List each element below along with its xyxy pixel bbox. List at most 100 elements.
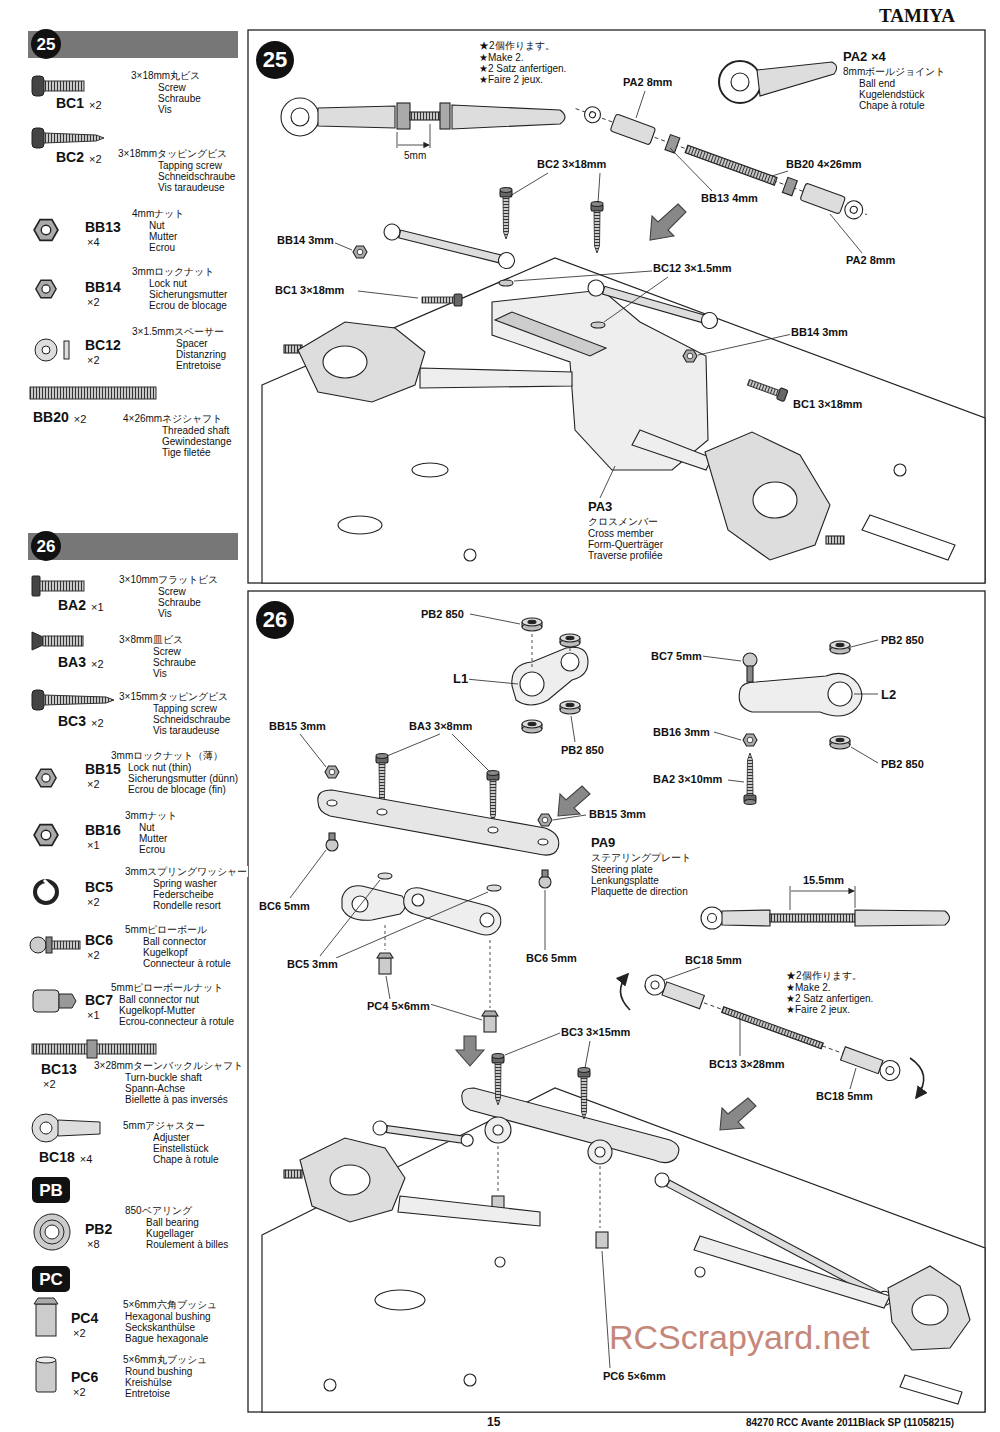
step25-drawing: [291, 108, 309, 126]
step25-drawing: [318, 106, 395, 128]
step26-drawing: [722, 910, 770, 926]
leader-lines: [336, 892, 488, 958]
step26-drawing: [262, 618, 985, 1412]
leader-lines: [571, 716, 575, 742]
step26-drawing: [877, 1058, 903, 1084]
step26-drawing: [532, 634, 533, 670]
part-name: Tapping screw: [152, 703, 218, 714]
step26-drawing: [743, 734, 757, 746]
callout-label: BC2 3×18mm: [536, 158, 607, 170]
part-name: Entretoise: [124, 1388, 171, 1399]
part-name-jp: 3×18mm丸ビス: [130, 70, 201, 81]
part-name-jp: 5mmピローボールナット: [110, 982, 224, 993]
watermark: RCScrapyard.net: [608, 1318, 871, 1356]
part-name: Ecrou de blocage (fin): [127, 784, 227, 795]
callout-label: Kugelendstück: [858, 89, 926, 100]
step26-drawing: [372, 1120, 388, 1136]
callout-label: BB16 3mm: [652, 726, 711, 738]
step25-drawing: [497, 251, 516, 270]
part-name: Ecrou: [138, 844, 166, 855]
part-name: Roulement à billes: [145, 1239, 229, 1250]
part-code: BB15: [84, 762, 122, 778]
callout-label: Plaquette de direction: [590, 886, 689, 897]
part-quantity: ×2: [86, 778, 101, 790]
step26-drawing: [900, 1375, 962, 1404]
step25-drawing: [589, 111, 597, 119]
step25-drawing: [683, 350, 697, 362]
step26-drawing: [490, 940, 491, 1008]
part-icons: [59, 994, 76, 1008]
step25-drawing: [499, 280, 513, 286]
step26-drawing: [376, 754, 388, 806]
step25-drawing: [719, 61, 761, 103]
callout-label: BC6 5mm: [258, 900, 311, 912]
step25-drawing: [464, 549, 476, 561]
part-icons: [32, 128, 44, 148]
part-icons: [35, 339, 57, 361]
step25-drawing: [338, 516, 382, 534]
step25-drawing: [323, 346, 367, 378]
step26-drawing: [498, 1146, 499, 1192]
part-quantity: ×2: [73, 413, 88, 425]
part-name-jp: 5×6mm丸ブッシュ: [122, 1354, 208, 1365]
step26-drawing: [377, 809, 387, 815]
step25-drawing: [397, 103, 410, 129]
callout-label: BA3 3×8mm: [408, 720, 473, 732]
part-icons: [43, 636, 83, 646]
step26-drawing: [888, 1266, 970, 1350]
step26-drawing: [595, 1147, 605, 1157]
part-icons: [40, 581, 84, 591]
part-code: BB14: [84, 280, 122, 296]
step25-drawing: [398, 145, 429, 146]
step26-drawing: [485, 1117, 511, 1143]
part-name: Lock nut (thin): [127, 762, 192, 773]
part-icons: [44, 81, 84, 91]
step25-drawing: [582, 104, 603, 125]
step25-drawing: [705, 432, 830, 560]
part-name: Ball connector nut: [118, 994, 200, 1005]
step26-drawing: [828, 682, 852, 706]
step26-drawing: [910, 1058, 924, 1098]
leader-lines: [636, 91, 645, 118]
leader-lines: [510, 173, 548, 196]
step26-drawing: [600, 1166, 601, 1228]
callout-label: BC7 5mm: [650, 650, 703, 662]
part-name: Mutter: [138, 833, 168, 844]
footer-text: 84270 RCC Avante 2011Black SP (11058215): [745, 1417, 955, 1428]
leader-lines: [602, 1251, 610, 1368]
step25-drawing: [586, 278, 606, 298]
step25-drawing: [298, 322, 425, 402]
leader-lines: [333, 242, 352, 250]
leader-lines: [714, 732, 741, 740]
step26-drawing: [492, 1054, 504, 1106]
callout-label: BC3 3×15mm: [560, 1026, 631, 1038]
leader-lines: [600, 466, 615, 498]
step25-drawing: [700, 311, 720, 331]
step25-drawing: [610, 114, 656, 145]
step25-drawing: [757, 62, 837, 96]
part-name: Connecteur à rotule: [142, 958, 232, 969]
part-code: PC4: [70, 1311, 99, 1327]
part-name-jp: 3mmロックナット（薄）: [110, 750, 224, 761]
part-name: Tapping screw: [157, 160, 223, 171]
part-name: Sicherungsmutter (dünn): [127, 773, 239, 784]
callout-label: ★2 Satz anfertigen.: [478, 63, 567, 74]
step-panels: [248, 30, 985, 583]
part-name: Schraube: [152, 657, 197, 668]
step25-drawing: [262, 258, 985, 583]
part-quantity: ×2: [88, 153, 103, 165]
leader-lines: [358, 291, 418, 298]
step26-drawing: [377, 953, 393, 958]
step26-drawing: [596, 1232, 608, 1248]
part-icons: [44, 880, 50, 886]
step26-drawing: [694, 1236, 890, 1308]
part-code: BC18: [38, 1150, 76, 1166]
part-code: BC12: [84, 338, 122, 354]
callout-label: BC1 3×18mm: [274, 284, 345, 296]
part-name: Schneidschraube: [157, 171, 236, 182]
step26-drawing: [329, 833, 335, 840]
part-name: Schraube: [157, 93, 202, 104]
callout-label: PA3: [587, 500, 613, 515]
